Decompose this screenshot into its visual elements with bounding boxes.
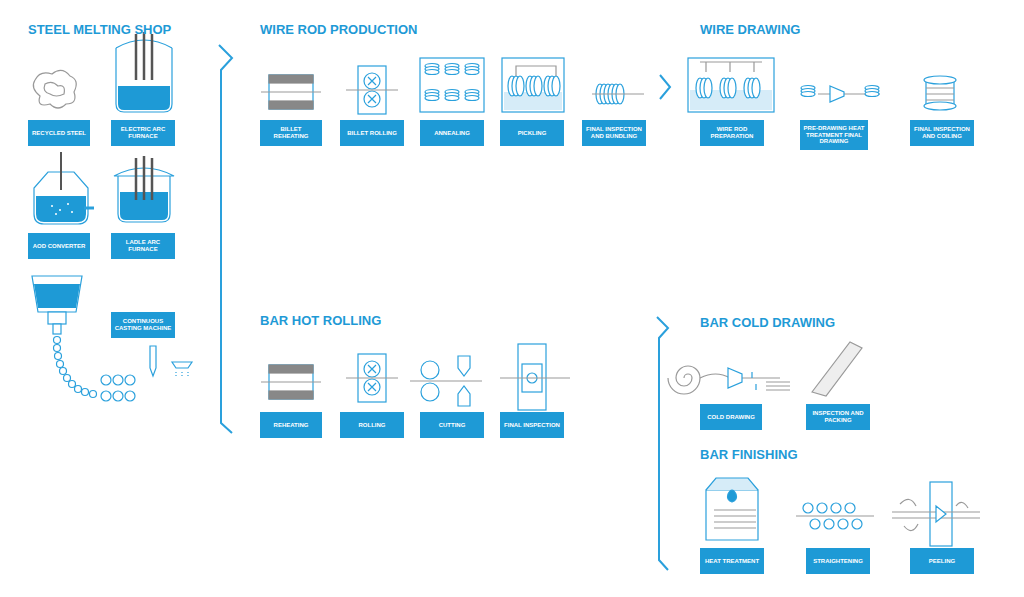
section-heading: WIRE DRAWING — [700, 22, 800, 37]
process-text: AOD CONVERTER — [33, 243, 86, 250]
process-label: RECYCLED STEEL — [28, 120, 90, 146]
process-label: COLD DRAWING — [700, 404, 762, 430]
process-text: RECYCLED STEEL — [32, 130, 86, 137]
process-text: FINAL INSPECTION AND BUNDLING — [585, 126, 643, 140]
process-text: CONTINUOUS CASTING MACHINE — [114, 318, 172, 332]
process-text: PICKLING — [518, 130, 547, 137]
process-label: BILLET ROLLING — [340, 120, 404, 146]
process-text: ANNEALING — [434, 130, 470, 137]
process-text: FINAL INSPECTION AND COILING — [913, 126, 971, 140]
process-label: PICKLING — [500, 120, 564, 146]
process-label: ROLLING — [340, 412, 404, 438]
section-heading: BAR FINISHING — [700, 447, 798, 462]
process-text: PRE-DRAWING HEAT TREATMENT FINAL DRAWING — [803, 125, 865, 146]
process-text: REHEATING — [274, 422, 309, 429]
section-heading: BAR HOT ROLLING — [260, 313, 381, 328]
process-text: FINAL INSPECTION — [504, 422, 560, 429]
section-heading: WIRE ROD PRODUCTION — [260, 22, 417, 37]
process-text: STRAIGHTENING — [813, 558, 863, 565]
process-text: COLD DRAWING — [707, 414, 755, 421]
process-text: CUTTING — [439, 422, 466, 429]
process-label: WIRE ROD PREPARATION — [700, 120, 764, 146]
process-label: REHEATING — [260, 412, 322, 438]
process-text: ROLLING — [359, 422, 386, 429]
process-label: FINAL INSPECTION AND COILING — [910, 120, 974, 146]
process-label: CUTTING — [420, 412, 484, 438]
process-text: ELECTRIC ARC FURNACE — [114, 126, 172, 140]
section-heading: STEEL MELTING SHOP — [28, 22, 171, 37]
process-label: BILLET REHEATING — [260, 120, 322, 146]
process-label: ANNEALING — [420, 120, 484, 146]
section-heading: BAR COLD DRAWING — [700, 315, 835, 330]
process-label: CONTINUOUS CASTING MACHINE — [111, 312, 175, 338]
process-label: ELECTRIC ARC FURNACE — [111, 120, 175, 146]
process-label: FINAL INSPECTION AND BUNDLING — [582, 120, 646, 146]
process-label: PRE-DRAWING HEAT TREATMENT FINAL DRAWING — [800, 120, 868, 150]
process-text: HEAT TREATMENT — [705, 558, 759, 565]
process-text: PEELING — [929, 558, 955, 565]
process-label: STRAIGHTENING — [806, 548, 870, 574]
process-text: INSPECTION AND PACKING — [809, 410, 867, 424]
process-text: WIRE ROD PREPARATION — [703, 126, 761, 140]
process-text: LADLE ARC FURNACE — [114, 239, 172, 253]
process-text: BILLET REHEATING — [263, 126, 319, 140]
process-label: FINAL INSPECTION — [500, 412, 564, 438]
process-label: LADLE ARC FURNACE — [111, 233, 175, 259]
process-label: INSPECTION AND PACKING — [806, 404, 870, 430]
process-text: BILLET ROLLING — [347, 130, 397, 137]
process-label: PEELING — [910, 548, 974, 574]
process-label: HEAT TREATMENT — [700, 548, 764, 574]
process-label: AOD CONVERTER — [28, 233, 90, 259]
